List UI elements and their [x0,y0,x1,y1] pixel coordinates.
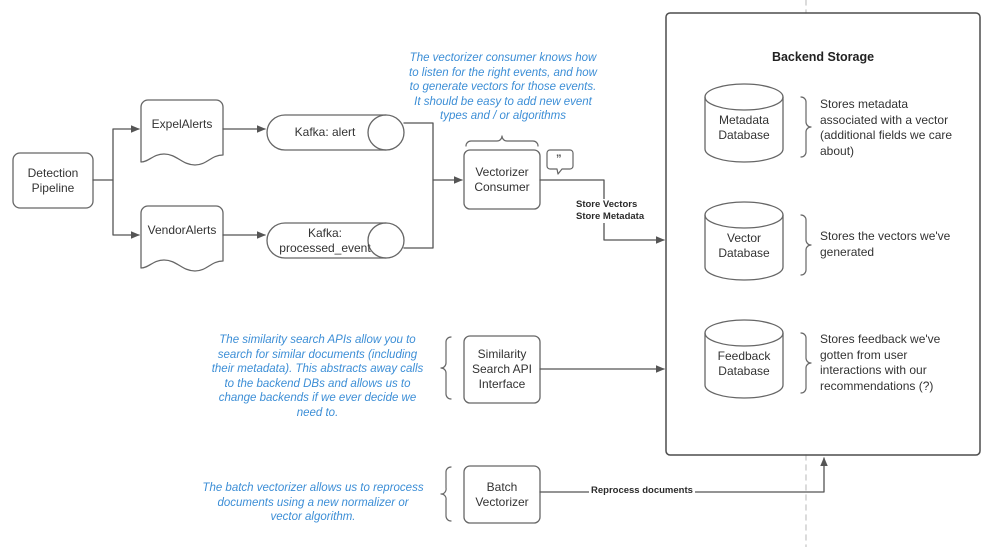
backend-storage-title: Backend Storage [771,50,875,64]
edge-kafka-alert-to-vectorizer [403,122,463,184]
store-vectors-metadata-label: Store Vectors Store Metadata [574,199,647,223]
vector-database-cylinder-body [704,214,784,281]
reprocess-documents-label: Reprocess documents [589,485,695,497]
feedback-database-brace [800,332,812,394]
metadata-database-cylinder-body [704,96,784,163]
batch-vectorizer-note: The batch vectorizer allows us to reproc… [202,482,424,523]
vectorizer-consumer-box [463,149,541,210]
kafka-processed-event-cylinder-body [266,222,405,259]
feedback-database-cylinder-body [704,332,784,399]
kafka-alert-cylinder-cap [367,114,387,151]
detection-pipeline-box [12,152,94,209]
vector-database-brace [800,214,812,276]
comment-bubble-glyph: ” [556,153,562,165]
metadata-database-cylinder-top [704,83,784,111]
vendor-alerts-document-shape [140,205,224,272]
vector-database-description: Stores the vectors we've generated [820,229,951,259]
similarity-search-api-box [463,335,541,404]
edge-detection-to-expelalerts [92,125,140,181]
backend-storage-container [665,12,981,456]
comment-bubble-icon [546,149,574,175]
vector-database-cylinder-top [704,201,784,229]
edge-kafka-processed-event-to-vectorizer [403,179,434,249]
feedback-database-description: Stores feedback we've gotten from user i… [820,332,941,393]
vectorizer-consumer-note: The vectorizer consumer knows how to lis… [409,52,597,122]
metadata-database-description: Stores metadata associated with a vector… [820,97,953,158]
similarity-search-left-brace [440,336,452,400]
vectorizer-consumer-top-brace [465,135,539,147]
feedback-database-cylinder-top [704,319,784,347]
similarity-search-note: The similarity search APIs allow you to … [211,334,424,419]
batch-vectorizer-left-brace [440,466,452,522]
batch-vectorizer-box [463,465,541,524]
kafka-processed-event-cylinder-cap [367,222,387,259]
edge-detection-to-vendoralerts [112,179,140,239]
expel-alerts-document-shape [140,99,224,166]
metadata-database-brace [800,96,812,158]
kafka-alert-cylinder-body [266,114,405,151]
